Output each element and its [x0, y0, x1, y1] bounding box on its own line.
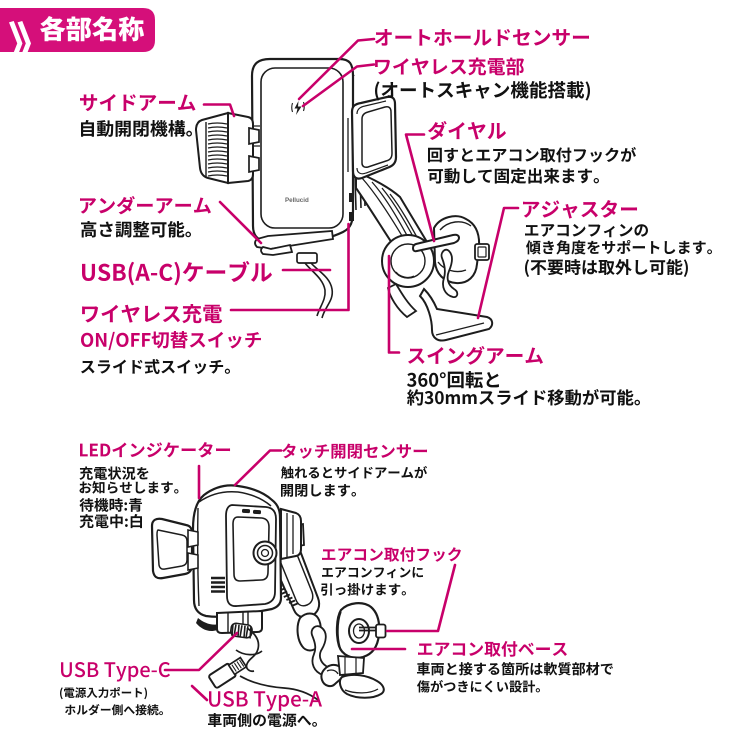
svg-text:Pellucid: Pellucid: [285, 197, 309, 204]
